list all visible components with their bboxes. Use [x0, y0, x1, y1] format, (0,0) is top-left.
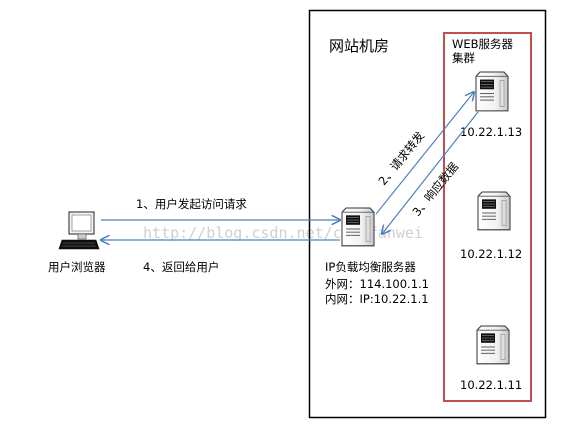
cluster-title-line2: 集群	[452, 51, 475, 65]
step4-label: 4、返回给用户	[143, 260, 219, 274]
web-server-icon	[477, 191, 511, 231]
web-server-icon	[475, 71, 509, 112]
client-label: 用户浏览器	[48, 260, 106, 274]
load-balancer-label: IP负载均衡服务器	[325, 260, 416, 274]
load-balancer-internal-ip: 内网：IP:10.22.1.1	[325, 292, 429, 306]
web-server-ip: 10.22.1.12	[460, 247, 522, 261]
web-server-ip: 10.22.1.13	[460, 125, 522, 139]
datacenter-box	[308, 9, 547, 419]
load-balancer-external-ip: 外网：114.100.1.1	[325, 277, 429, 291]
web-server-icon	[476, 325, 510, 365]
step1-label: 1、用户发起访问请求	[136, 197, 247, 211]
computer-icon	[58, 211, 100, 250]
web-server-ip: 10.22.1.11	[460, 378, 522, 392]
watermark: http://blog.csdn.net/caoofanwei	[143, 224, 423, 242]
forward-arrow	[375, 92, 474, 215]
cluster-box	[443, 32, 532, 402]
step2-label: 2、请求转发	[375, 128, 427, 188]
cluster-title-line1: WEB服务器	[452, 37, 514, 51]
datacenter-title: 网站机房	[329, 37, 389, 55]
response-arrow	[382, 111, 479, 234]
load-balancer-server-icon	[341, 207, 375, 247]
